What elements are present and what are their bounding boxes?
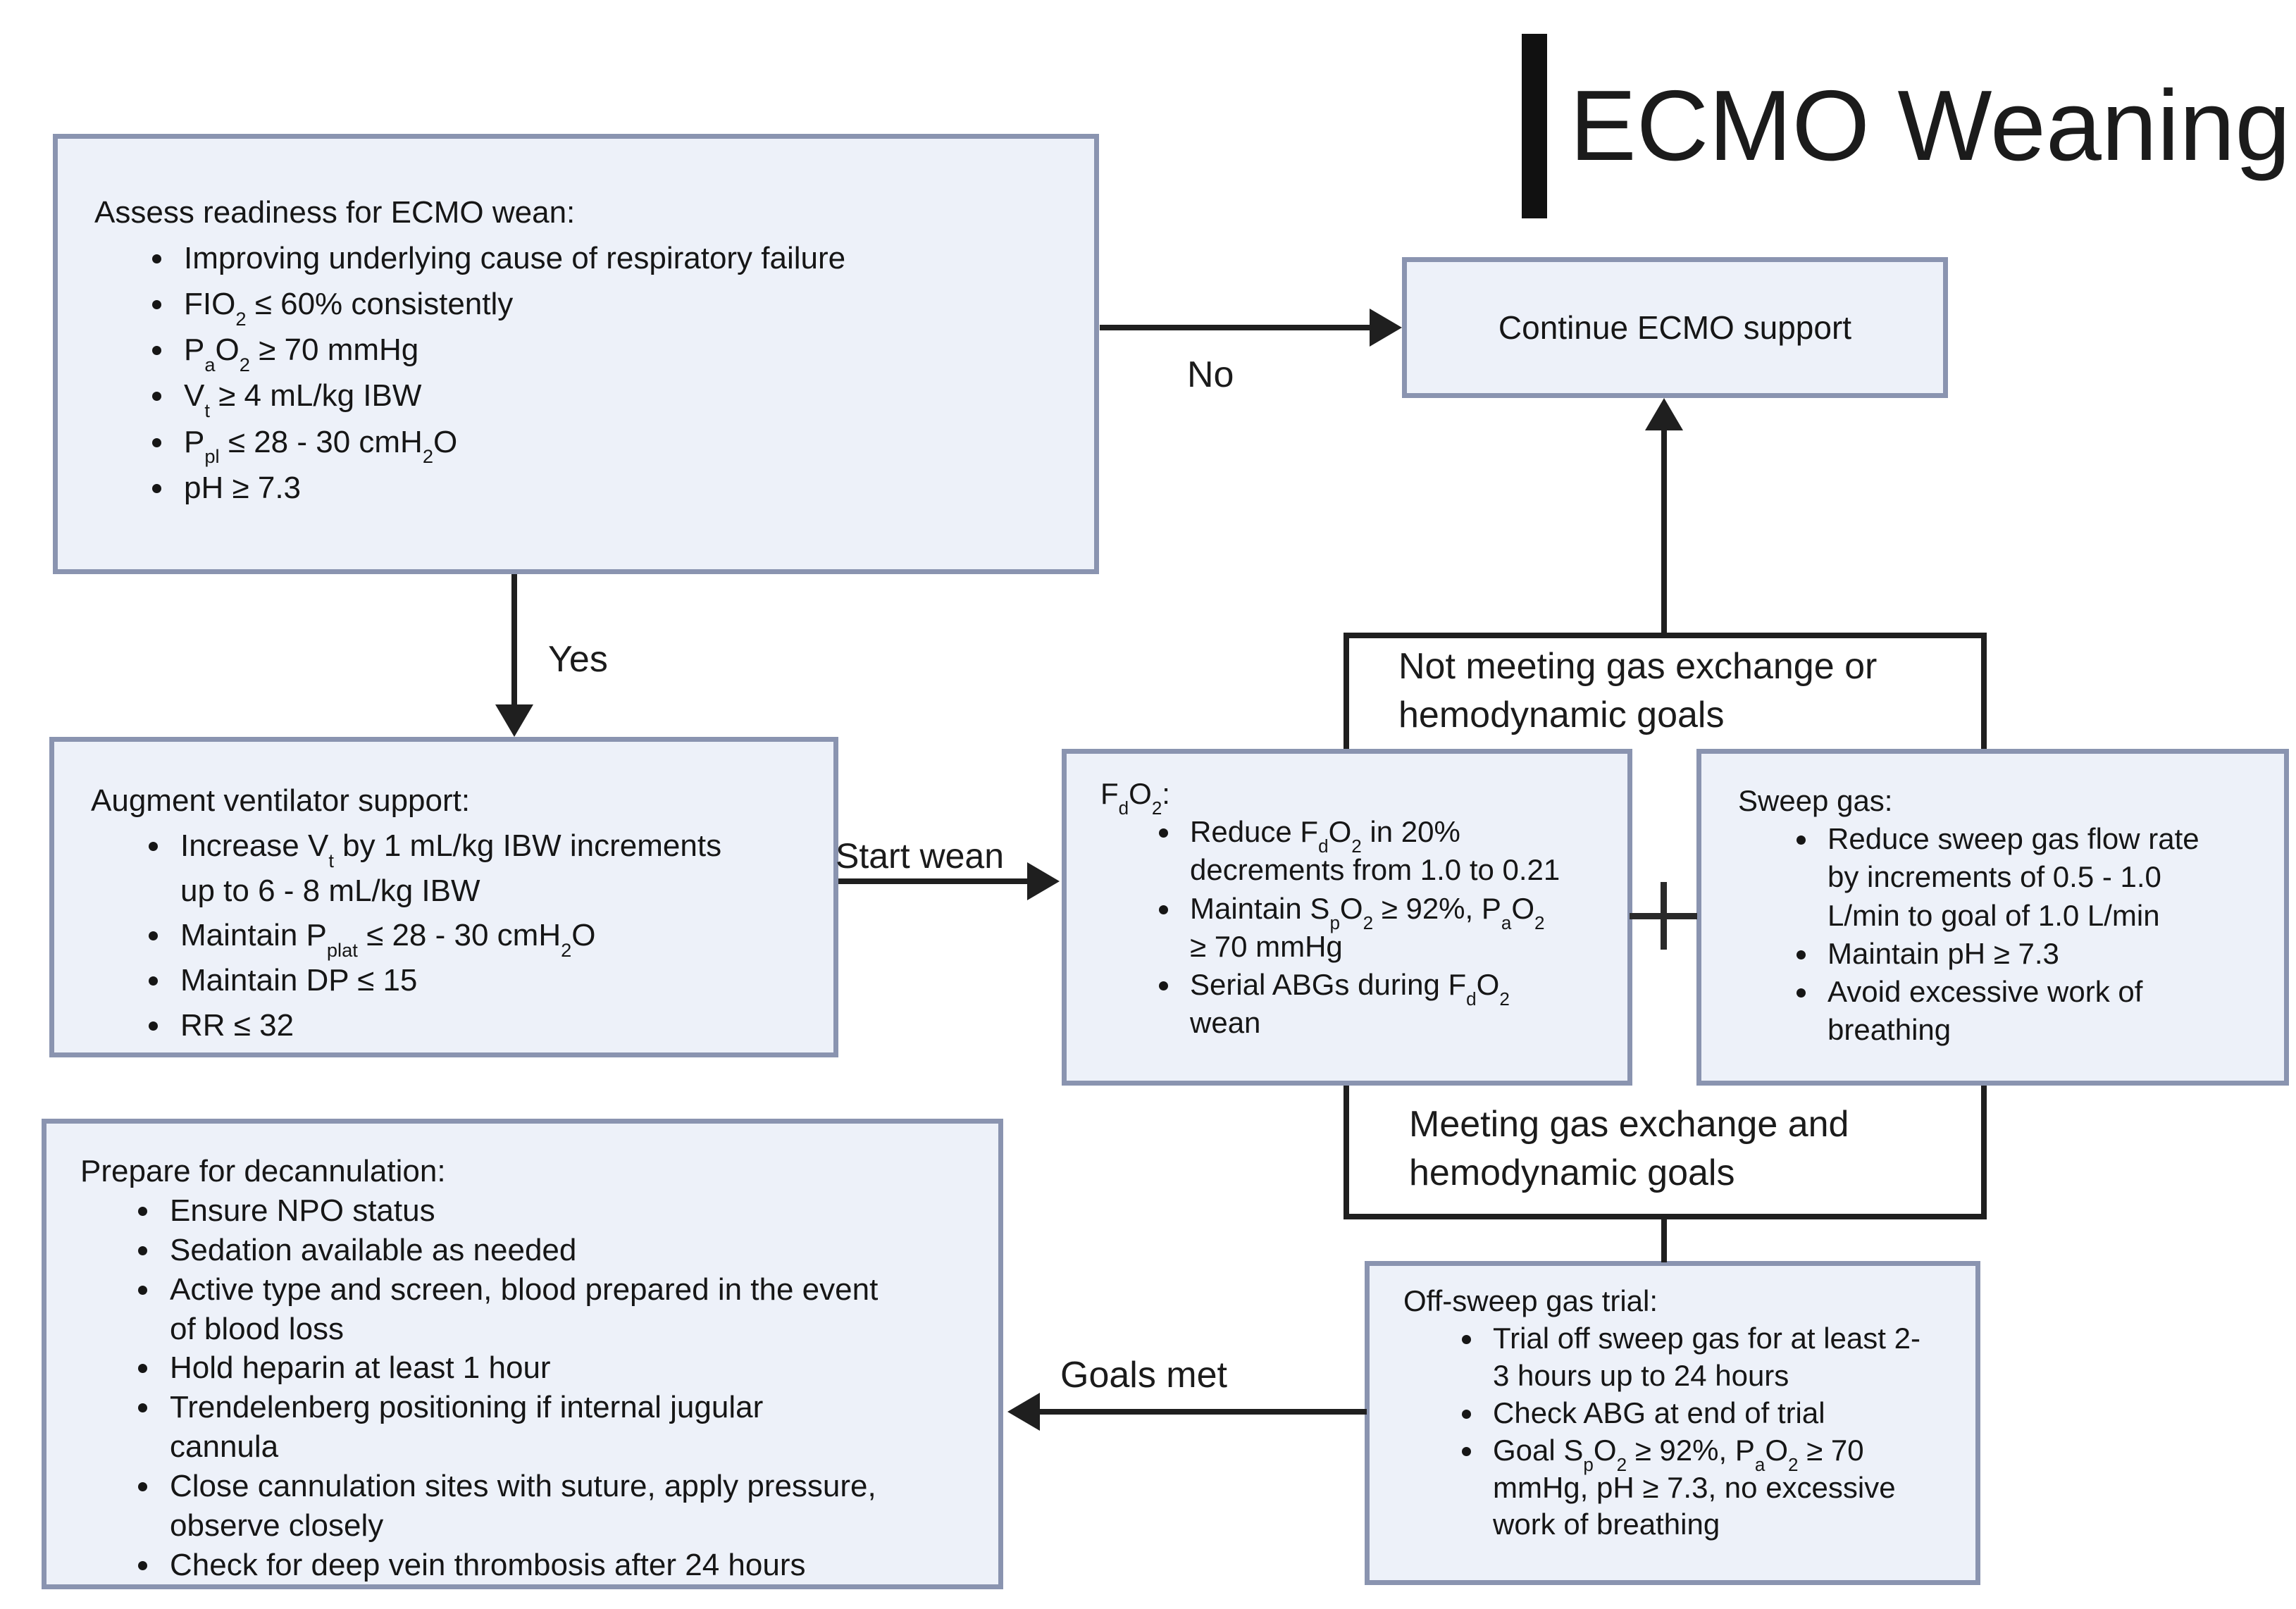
bullet-item: pH ≥ 7.3 — [175, 465, 1062, 511]
not-meeting-bracket-horizontal — [1344, 633, 1987, 638]
page-title: ECMO Weaning — [1570, 70, 2291, 182]
arrow-head-right-icon — [1370, 309, 1402, 347]
plus-icon — [1661, 882, 1667, 950]
bullet-list: Reduce sweep gas flow rate by increments… — [1738, 820, 2214, 1049]
bullet-item: Hold heparin at least 1 hour — [161, 1348, 879, 1388]
bullet-item: Maintain DP ≤ 15 — [172, 958, 763, 1003]
arrow-to-continue-line — [1661, 426, 1667, 638]
bullet-item: FIO2 ≤ 60% consistently — [175, 281, 1062, 328]
node-assess-readiness: Assess readiness for ECMO wean: Improvin… — [53, 134, 1099, 574]
node-title: Assess readiness for ECMO wean: — [94, 195, 576, 230]
node-title: FdO2: — [1100, 777, 1170, 819]
arrow-goals-met-line — [1034, 1409, 1367, 1415]
bullet-item: Check for deep vein thrombosis after 24 … — [161, 1546, 879, 1584]
bullet-list: Trial off sweep gas for at least 2-3 hou… — [1403, 1320, 1935, 1543]
bullet-item: Ensure NPO status — [161, 1191, 879, 1231]
arrow-start-wean-line — [838, 878, 1030, 884]
node-sweep-gas-wean: Sweep gas: Reduce sweep gas flow rate by… — [1696, 749, 2289, 1086]
node-title: Off-sweep gas trial: — [1403, 1284, 1658, 1317]
node-text: Continue ECMO support — [1498, 309, 1852, 346]
edge-label-goals-met: Goals met — [1060, 1355, 1227, 1396]
node-fdo2-wean: FdO2: Reduce FdO2 in 20% decrements from… — [1062, 749, 1632, 1086]
meeting-bracket-right — [1981, 1086, 1987, 1219]
arrow-no-line — [1100, 325, 1375, 330]
bullet-item: Vt ≥ 4 mL/kg IBW — [175, 373, 1062, 420]
meeting-bracket-left — [1344, 1086, 1349, 1219]
bullet-item: Maintain pH ≥ 7.3 — [1819, 935, 2214, 973]
bullet-list: Increase Vt by 1 mL/kg IBW increments up… — [91, 824, 763, 1048]
node-continue-ecmo-support: Continue ECMO support — [1402, 257, 1948, 398]
node-title: Prepare for decannulation: — [80, 1154, 446, 1188]
bullet-item: PaO2 ≥ 70 mmHg — [175, 327, 1062, 374]
meeting-bracket-down-connector — [1661, 1215, 1667, 1262]
bullet-list: Reduce FdO2 in 20% decrements from 1.0 t… — [1100, 813, 1562, 1042]
not-meeting-bracket-left — [1344, 634, 1349, 749]
bullet-item: Active type and screen, blood prepared i… — [161, 1270, 879, 1349]
edge-label-not-meeting-goals: Not meeting gas exchange or hemodynamic … — [1398, 646, 1878, 735]
bullet-item: Reduce FdO2 in 20% decrements from 1.0 t… — [1181, 813, 1562, 889]
bullet-item: Ppl ≤ 28 - 30 cmH2O — [175, 419, 1062, 466]
bullet-list: Improving underlying cause of respirator… — [94, 235, 1062, 511]
node-off-sweep-gas-trial: Off-sweep gas trial: Trial off sweep gas… — [1365, 1261, 1980, 1585]
bullet-item: Increase Vt by 1 mL/kg IBW increments up… — [172, 824, 763, 914]
bullet-item: Trial off sweep gas for at least 2-3 hou… — [1484, 1320, 1935, 1395]
node-title: Sweep gas: — [1738, 784, 1893, 817]
bullet-item: Maintain Pplat ≤ 28 - 30 cmH2O — [172, 913, 763, 959]
bullet-item: Reduce sweep gas flow rate by increments… — [1819, 820, 2214, 935]
arrow-head-up-icon — [1645, 398, 1683, 430]
arrow-head-right-icon — [1027, 862, 1060, 900]
bullet-item: Serial ABGs during FdO2 wean — [1181, 966, 1562, 1042]
bullet-item: Goal SpO2 ≥ 92%, PaO2 ≥ 70 mmHg, pH ≥ 7.… — [1484, 1432, 1935, 1544]
edge-label-start-wean: Start wean — [836, 836, 1005, 876]
bullet-item: Sedation available as needed — [161, 1231, 879, 1270]
bullet-item: Improving underlying cause of respirator… — [175, 235, 1062, 281]
bullet-item: RR ≤ 32 — [172, 1003, 763, 1048]
arrow-head-down-icon — [495, 704, 533, 737]
bullet-item: Avoid excessive work of breathing — [1819, 973, 2214, 1049]
bullet-item: Close cannulation sites with suture, app… — [161, 1467, 879, 1546]
not-meeting-bracket-right — [1981, 634, 1987, 749]
node-augment-ventilator-support: Augment ventilator support: Increase Vt … — [49, 737, 838, 1057]
bullet-item: Maintain SpO2 ≥ 92%, PaO2 ≥ 70 mmHg — [1181, 890, 1562, 966]
node-title: Augment ventilator support: — [91, 783, 471, 818]
bullet-list: Ensure NPO statusSedation available as n… — [80, 1191, 879, 1584]
arrow-yes-line — [511, 574, 517, 708]
bullet-item: Trendelenberg positioning if internal ju… — [161, 1388, 879, 1467]
edge-label-meeting-goals: Meeting gas exchange and hemodynamic goa… — [1409, 1104, 1849, 1193]
node-prepare-decannulation: Prepare for decannulation: Ensure NPO st… — [42, 1119, 1003, 1589]
edge-label-yes: Yes — [548, 639, 608, 680]
bullet-item: Check ABG at end of trial — [1484, 1395, 1935, 1432]
title-accent-bar — [1522, 34, 1547, 218]
edge-label-no: No — [1187, 354, 1234, 395]
arrow-head-left-icon — [1007, 1393, 1040, 1431]
